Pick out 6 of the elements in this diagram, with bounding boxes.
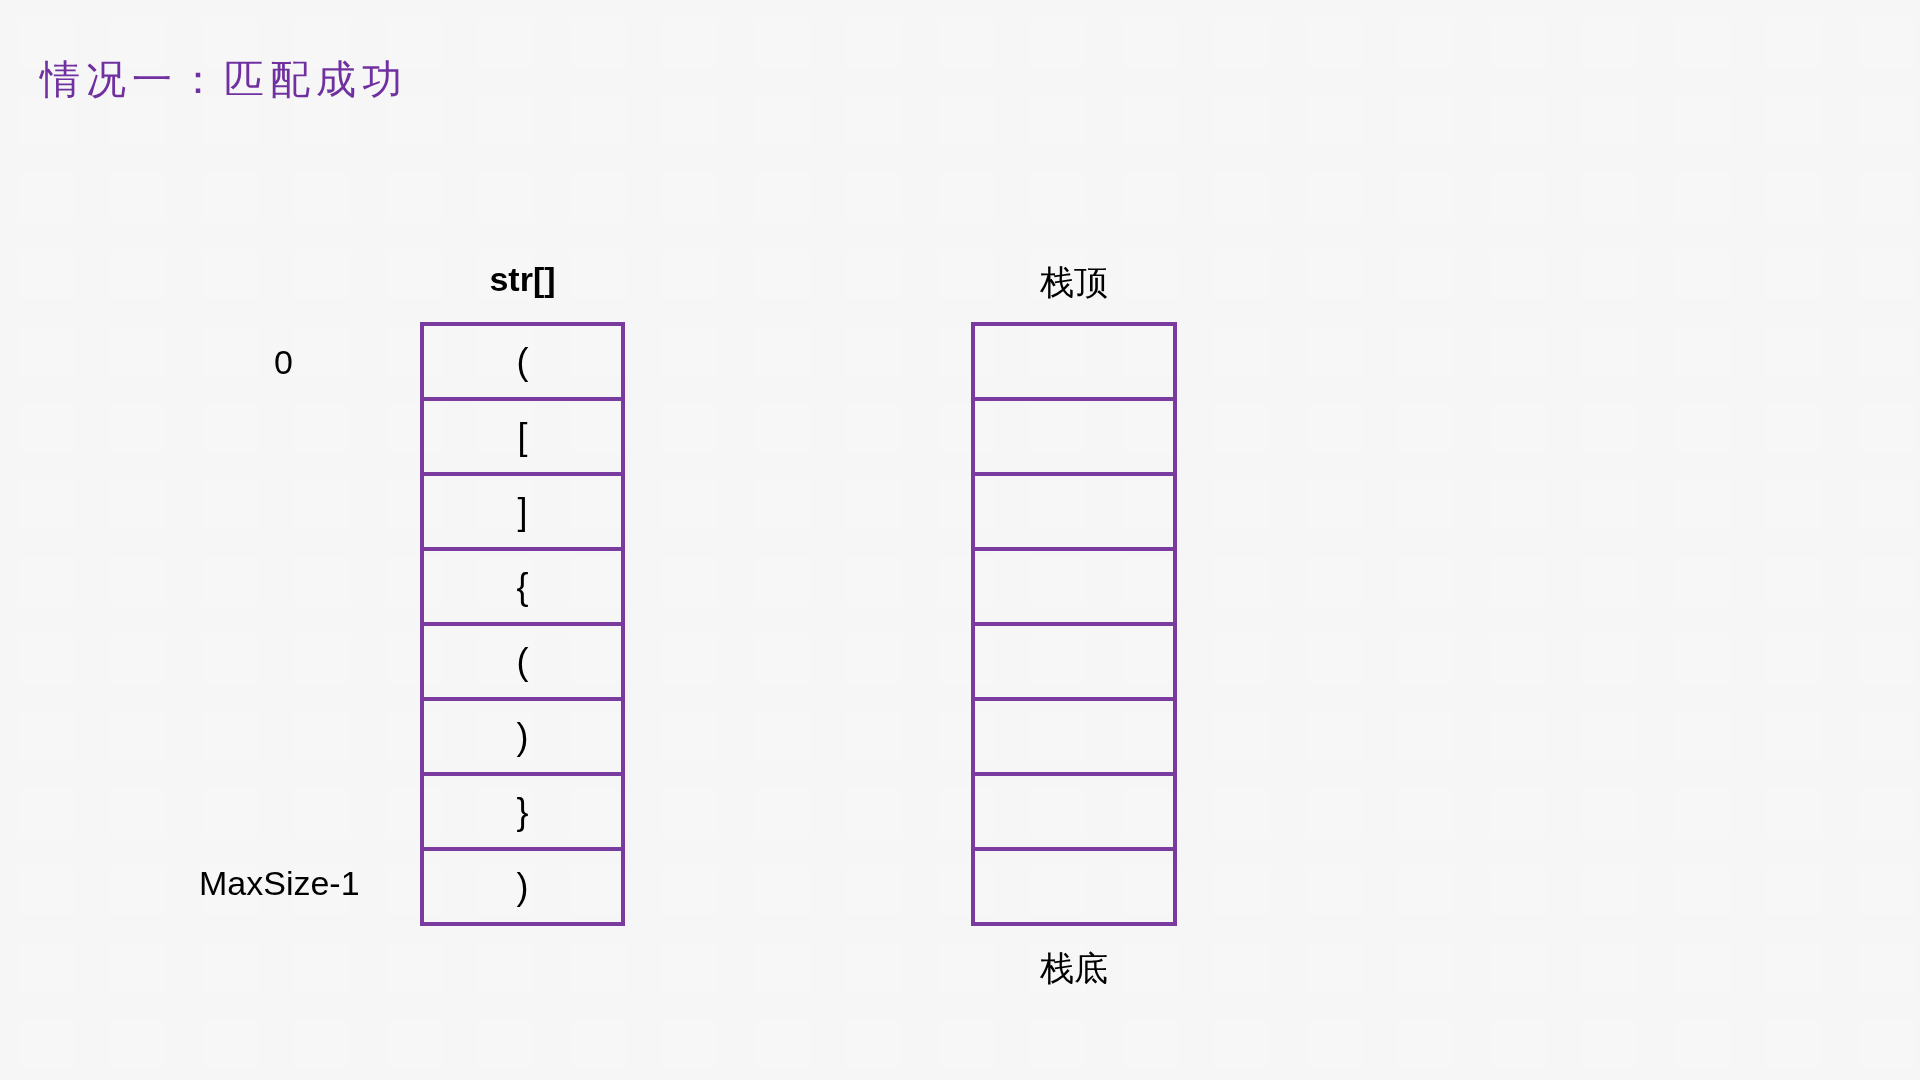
array-name: str[]	[488, 260, 557, 299]
stack-top-label: 栈顶	[1039, 262, 1109, 303]
index-label: MaxSize-1	[199, 864, 360, 903]
slide-title: 情况一：匹配成功	[40, 55, 408, 104]
index-label: 0	[274, 343, 293, 382]
stack-bottom-label: 栈底	[1039, 948, 1109, 989]
